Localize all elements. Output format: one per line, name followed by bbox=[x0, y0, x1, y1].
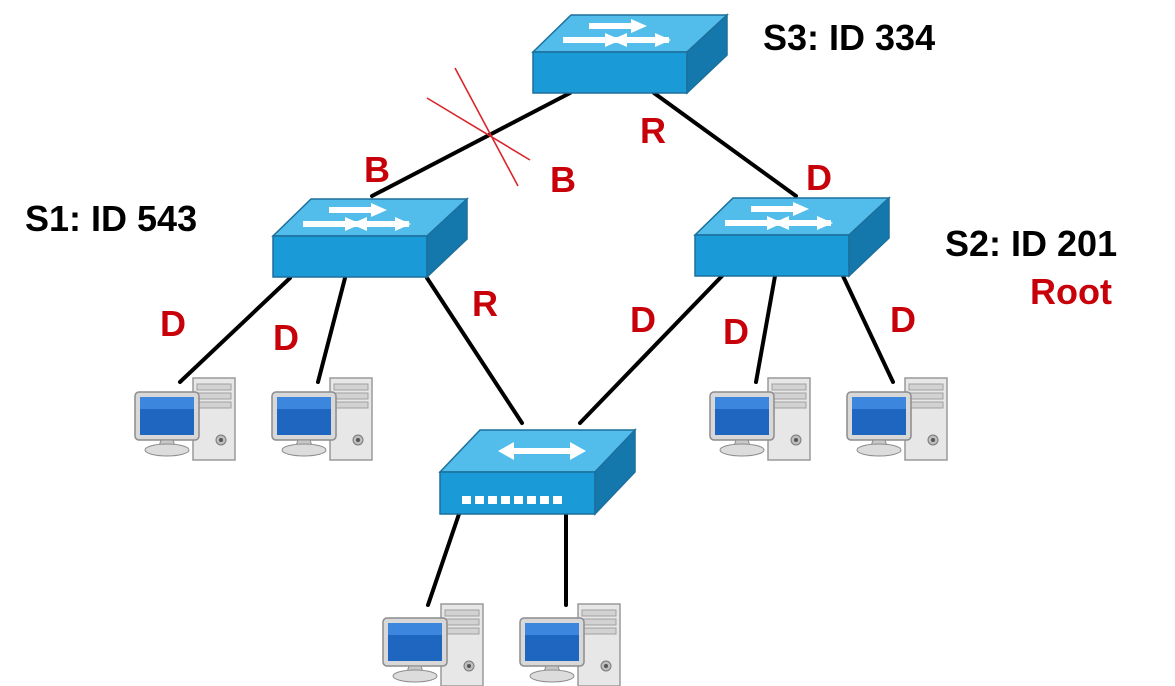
port-label-s1-pc2: D bbox=[273, 317, 299, 358]
port-label-s3-s2: R bbox=[640, 110, 666, 151]
computer-icon bbox=[271, 377, 373, 461]
computer-icon bbox=[846, 377, 948, 461]
port-label-s1-pc1: D bbox=[160, 303, 186, 344]
link-s1-pc1 bbox=[178, 276, 292, 384]
port-label-s3-s1: B bbox=[550, 159, 576, 200]
switch-s3-icon bbox=[532, 14, 728, 94]
link-s3-s2 bbox=[652, 91, 798, 198]
link-s2-pc1 bbox=[754, 274, 777, 384]
port-label-s2-pc2: D bbox=[890, 299, 916, 340]
port-label-s1-hub: R bbox=[472, 283, 498, 324]
link-hub-pc1 bbox=[426, 512, 461, 607]
root-bridge-label: Root bbox=[1030, 271, 1112, 312]
computer-icon bbox=[519, 603, 621, 686]
port-label-s1-s3: B bbox=[364, 149, 390, 190]
link-s2-hub bbox=[578, 274, 724, 425]
port-label-s2-hub: D bbox=[630, 299, 656, 340]
switch-s2-icon bbox=[694, 197, 890, 277]
hub-icon bbox=[438, 428, 637, 516]
port-label-s2-s3: D bbox=[806, 157, 832, 198]
computer-icon bbox=[134, 377, 236, 461]
link-s2-pc2 bbox=[841, 274, 895, 384]
switch-s1-label: S1: ID 543 bbox=[25, 198, 198, 239]
link-s1-pc2 bbox=[316, 276, 347, 384]
computer-icon bbox=[709, 377, 811, 461]
computer-icon bbox=[382, 603, 484, 686]
port-label-s2-pc1: D bbox=[723, 311, 749, 352]
switch-s1-icon bbox=[272, 198, 468, 278]
link-s1-hub bbox=[425, 276, 524, 425]
switch-s3-label: S3: ID 334 bbox=[763, 17, 936, 58]
link-s3-s1 bbox=[370, 91, 572, 198]
switch-s2-label: S2: ID 201 bbox=[945, 223, 1118, 264]
blocked-link-x-icon bbox=[426, 67, 531, 187]
links bbox=[178, 91, 895, 607]
